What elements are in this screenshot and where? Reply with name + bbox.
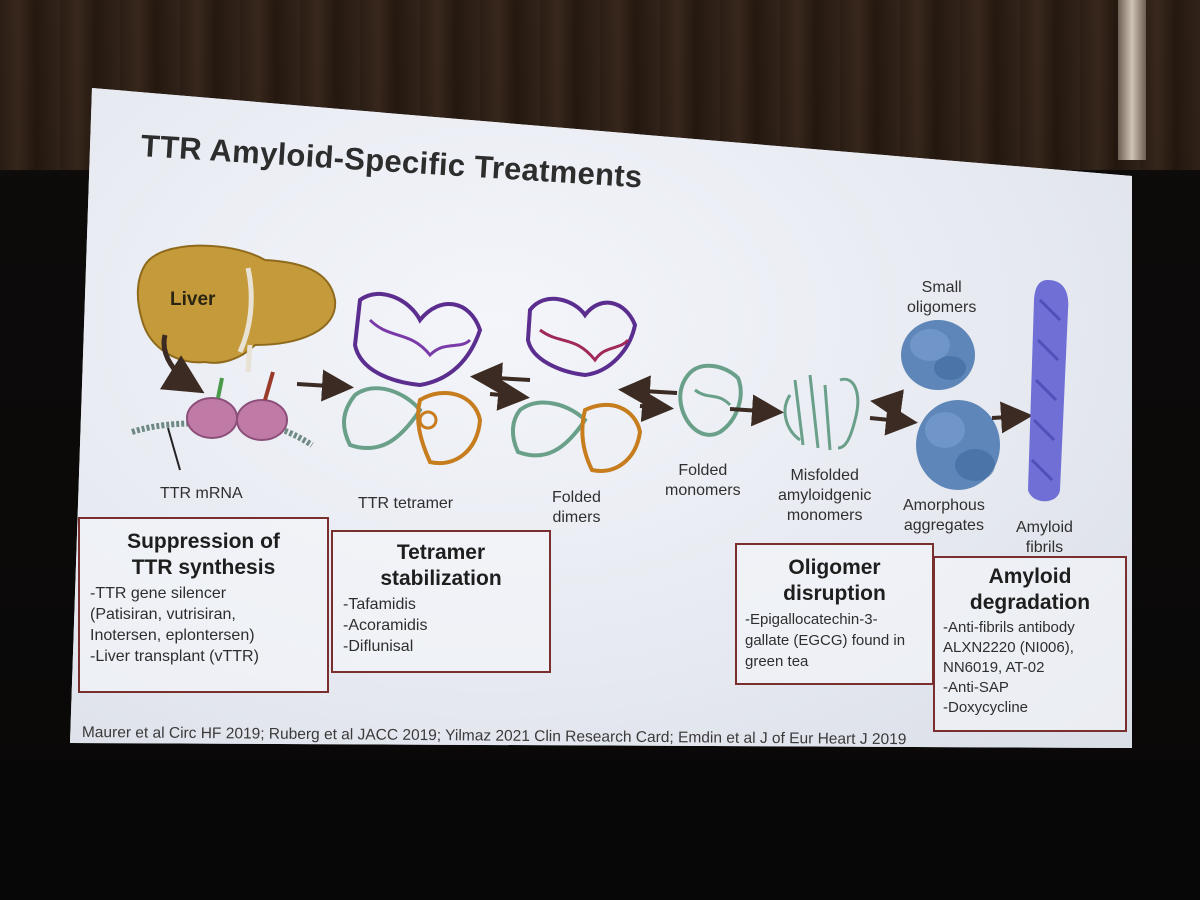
- box-amyloid-list: -Anti-fibrils antibody ALXN2220 (NI006),…: [935, 618, 1125, 718]
- box-suppression-list: -TTR gene silencer (Patisiran, vutrisira…: [80, 583, 327, 667]
- list-item: -Epigallocatechin-3-: [745, 609, 932, 630]
- list-item: ALXN2220 (NI006),: [943, 638, 1125, 658]
- list-item: green tea: [745, 651, 932, 672]
- list-item: (Patisiran, vutrisiran,: [90, 604, 327, 625]
- arrow-dimer: [640, 406, 666, 408]
- mrna-label: TTR mRNA: [160, 484, 243, 504]
- list-item: gallate (EGCG) found in: [745, 630, 932, 651]
- list-item: -TTR gene silencer: [90, 583, 327, 604]
- misfolded-monomers-image: [785, 375, 858, 450]
- list-item: Inotersen, eplontersen): [90, 625, 327, 646]
- list-item: -Doxycycline: [943, 698, 1125, 718]
- amyloid-fibril-image: [1028, 280, 1068, 501]
- box-tetramer-list: -Tafamidis -Acoramidis -Diflunisal: [333, 594, 549, 657]
- small-oligomers-image: [901, 320, 975, 390]
- tetramer-label: TTR tetramer: [358, 494, 453, 514]
- list-item: -Anti-SAP: [943, 678, 1125, 698]
- liver-label: Liver: [170, 290, 215, 310]
- arrow-oligomer-back: [878, 402, 900, 405]
- box-oligomer-list: -Epigallocatechin-3- gallate (EGCG) foun…: [737, 609, 932, 672]
- list-item: -Tafamidis: [343, 594, 549, 615]
- ttr-tetramer-image: [344, 294, 480, 463]
- folded-monomers-image: [680, 366, 740, 435]
- arrow-aggregate: [870, 418, 910, 422]
- arrow-dissociate: [490, 394, 522, 397]
- mrna-ribosomes: [132, 372, 312, 470]
- arrow-fibril: [992, 416, 1025, 418]
- list-item: -Anti-fibrils antibody: [943, 618, 1125, 638]
- arrow-synthesis: [297, 384, 346, 387]
- list-item: -Liver transplant (vTTR): [90, 646, 327, 667]
- amorphous-aggregates-image: [916, 400, 1000, 490]
- arrow-dissociate-back: [478, 377, 530, 380]
- list-item: NN6019, AT-02: [943, 658, 1125, 678]
- arrow-dimer-back: [626, 390, 677, 393]
- list-item: -Diflunisal: [343, 636, 549, 657]
- list-item: -Acoramidis: [343, 615, 549, 636]
- folded-dimers-image: [513, 299, 640, 471]
